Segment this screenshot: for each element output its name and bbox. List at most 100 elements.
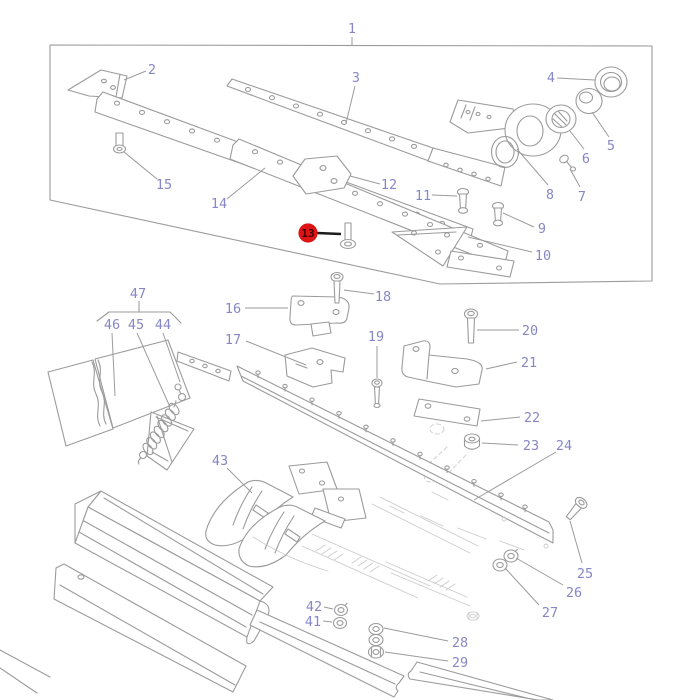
panel-outline [49,44,653,285]
callout-46[interactable]: 46 [104,317,120,397]
callout-number: 23 [523,438,539,454]
part-26-washer [503,548,519,563]
callout-13[interactable]: 13 [298,223,342,243]
callout-number: 42 [306,599,322,615]
part-22-wear-plate [413,398,481,427]
callout-11[interactable]: 11 [415,188,458,204]
callout-5[interactable]: 5 [591,111,615,154]
callout-25[interactable]: 25 [569,520,593,582]
callout-42[interactable]: 42 [306,599,334,615]
part-19-bolt [371,378,383,409]
callout-leader-line [343,289,375,295]
part-45-spring [137,402,180,465]
callout-number: 21 [521,355,537,371]
part-29-nut [367,645,385,659]
part-11-bolt [456,187,470,214]
part-10-bracket [391,226,515,278]
callout-1[interactable]: 1 [348,21,356,46]
callout-leader-line [481,442,519,446]
part-42-lock-washer [333,602,349,617]
callout-leader-line [556,77,596,81]
callout-leader-line [569,520,583,564]
callout-4[interactable]: 4 [547,70,596,86]
callout-leader-line [431,194,458,197]
callout-16[interactable]: 16 [225,301,288,317]
callout-27[interactable]: 27 [504,567,558,621]
callout-number: 13 [301,227,314,240]
callout-8[interactable]: 8 [516,148,554,203]
callout-14[interactable]: 14 [211,167,266,212]
callout-20[interactable]: 20 [477,323,538,339]
callout-number: 7 [578,189,586,205]
callout-43[interactable]: 43 [212,453,253,494]
callout-41[interactable]: 41 [305,614,333,630]
callout-26[interactable]: 26 [515,557,582,601]
highlight-circle [298,223,318,243]
part-41-washer [332,616,348,630]
callout-leader-line [111,332,116,397]
part-5-bushing [575,87,603,115]
part-17-holder-plate [284,347,346,388]
callout-15[interactable]: 15 [123,151,172,193]
callout-21[interactable]: 21 [485,355,537,371]
callout-leader-line [480,416,521,422]
callout-leader-line [502,212,535,228]
callout-leader-line [591,111,610,138]
callout-leader-line [123,70,147,81]
callout-number: 26 [566,585,582,601]
part-6-bearing-bushing [545,104,577,134]
callout-29[interactable]: 29 [384,651,468,671]
callout-47[interactable]: 47 [130,286,146,311]
part-18-bolt [330,271,344,304]
callout-leader-line [345,85,356,124]
broken-bar-sections [0,609,554,700]
ghost-nut [466,611,480,621]
callout-22[interactable]: 22 [480,410,540,426]
callout-3[interactable]: 3 [345,70,360,124]
callout-leader-line [123,151,158,180]
callout-9[interactable]: 9 [502,212,546,237]
callout-6[interactable]: 6 [569,130,590,167]
callout-number: 44 [155,317,171,333]
callout-18[interactable]: 18 [343,289,391,305]
callout-number: 6 [582,151,590,167]
callout-number: 4 [547,70,555,86]
callout-number: 46 [104,317,120,333]
callout-number: 22 [524,410,540,426]
part-28-washers [368,622,384,647]
callout-leader-line [322,620,333,623]
part-23-spacer [463,433,481,450]
callout-45[interactable]: 45 [128,317,171,408]
part-9-bolt [491,201,505,227]
callout-12[interactable]: 12 [349,175,397,193]
rivets [255,370,528,513]
callout-number: 8 [546,187,554,203]
callout-number: 5 [607,138,615,154]
callout-10[interactable]: 10 [467,236,551,264]
callout-leader-line [467,236,533,253]
callout-2[interactable]: 2 [123,62,156,81]
callout-17[interactable]: 17 [225,332,307,366]
callout-28[interactable]: 28 [383,627,468,651]
part-27-washer [492,558,508,572]
flap-holder [94,339,191,429]
callout-number: 47 [130,286,146,302]
channel-beam [74,490,274,645]
callout-leader-line [569,130,585,150]
callout-44[interactable]: 44 [155,317,181,383]
callout-leader-line [516,148,549,186]
callout-number: 3 [352,70,360,86]
part-2-knife-section [67,69,128,99]
callout-7[interactable]: 7 [569,168,586,205]
callout-24[interactable]: 24 [473,438,572,501]
callout-leader-line [245,340,307,366]
callout-number: 16 [225,301,241,317]
callout-number: 11 [415,188,431,204]
callout-19[interactable]: 19 [368,329,384,378]
callout-number: 1 [348,21,356,37]
callout-23[interactable]: 23 [481,438,539,454]
callout-number: 20 [522,323,538,339]
part-4-seal-ring [594,66,628,98]
callout-leader-line [515,557,564,586]
callout-number: 14 [211,196,227,212]
